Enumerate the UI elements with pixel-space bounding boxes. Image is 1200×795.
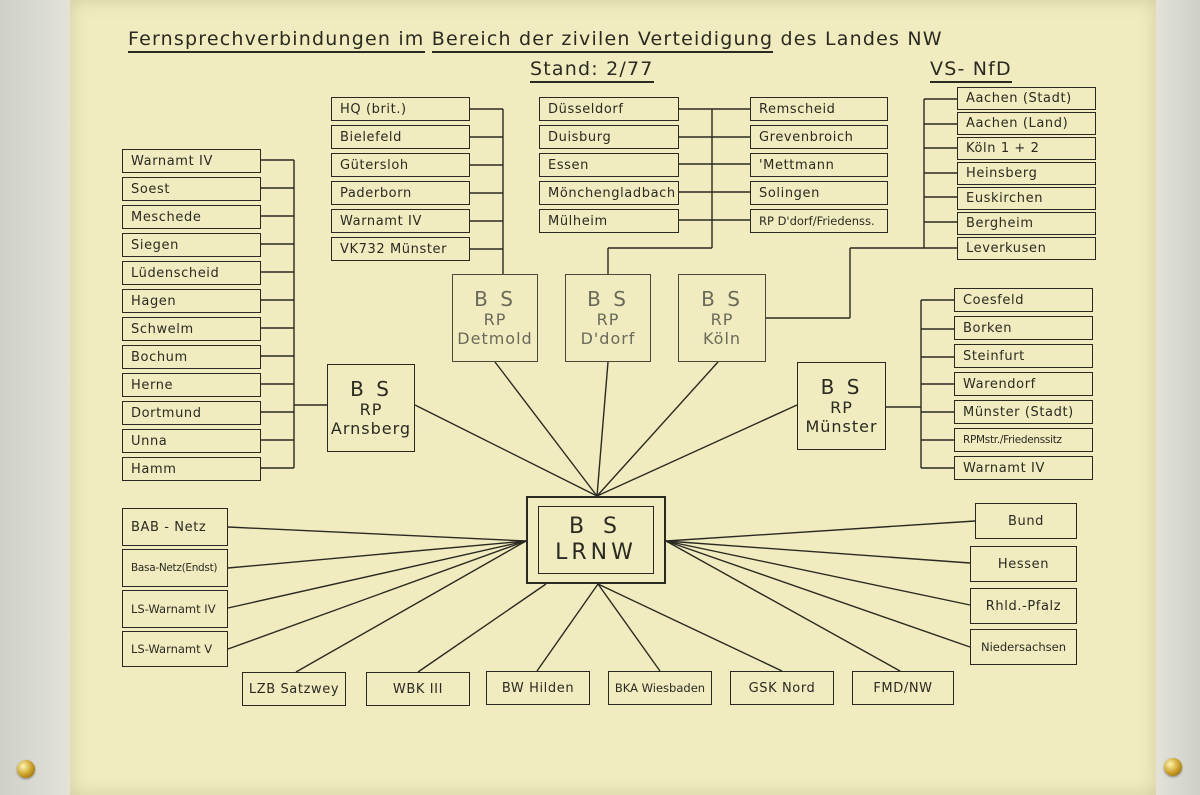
hub-muenster-line3: Münster bbox=[805, 416, 878, 436]
hub-muenster-line1: B S bbox=[820, 375, 863, 400]
lrnw-right-node-3: Niedersachsen bbox=[970, 629, 1077, 665]
hub-koeln: B S RP Köln bbox=[678, 274, 766, 362]
hub-detmold: B S RP Detmold bbox=[452, 274, 538, 362]
hub-detmold-line3: Detmold bbox=[457, 328, 533, 348]
muenster-station-6: Warnamt IV bbox=[954, 456, 1093, 480]
hub-ddorf-line3: D'dorf bbox=[580, 328, 636, 348]
hub-ddorf-line1: B S bbox=[587, 287, 629, 312]
koeln-station-6: Leverkusen bbox=[957, 237, 1096, 260]
wall-left bbox=[0, 0, 70, 795]
ddorf-station-3: Mönchengladbach bbox=[539, 181, 679, 205]
lrnw-right-node-2: Rhld.-Pfalz bbox=[970, 588, 1077, 624]
muenster-station-2: Steinfurt bbox=[954, 344, 1093, 368]
lrnw-right-node-1: Hessen bbox=[970, 546, 1077, 582]
detmold-station-2: Gütersloh bbox=[331, 153, 470, 177]
muenster-station-5: RPMstr./Friedenssitz bbox=[954, 428, 1093, 452]
koeln-station-3: Heinsberg bbox=[957, 162, 1096, 185]
arnsberg-station-9: Dortmund bbox=[122, 401, 261, 425]
arnsberg-station-7: Bochum bbox=[122, 345, 261, 369]
muenster-station-1: Borken bbox=[954, 316, 1093, 340]
hub-lrnw-outer-frame bbox=[526, 496, 666, 584]
screw-left bbox=[17, 760, 35, 778]
arnsberg-station-11: Hamm bbox=[122, 457, 261, 481]
detmold-station-0: HQ (brit.) bbox=[331, 97, 470, 121]
lrnw-bottom-node-4: GSK Nord bbox=[730, 671, 834, 705]
hub-detmold-line2: RP bbox=[483, 310, 507, 330]
koeln-station-4: Euskirchen bbox=[957, 187, 1096, 210]
detmold-station-4: Warnamt IV bbox=[331, 209, 470, 233]
ddorf-station-right-2: 'Mettmann bbox=[750, 153, 888, 177]
title-part-1: Fernsprechverbindungen im bbox=[128, 28, 425, 53]
detmold-station-5: VK732 Münster bbox=[331, 237, 470, 261]
koeln-station-5: Bergheim bbox=[957, 212, 1096, 235]
arnsberg-station-2: Meschede bbox=[122, 205, 261, 229]
detmold-station-3: Paderborn bbox=[331, 181, 470, 205]
muenster-station-3: Warendorf bbox=[954, 372, 1093, 396]
lrnw-left-node-0: BAB - Netz bbox=[122, 508, 228, 546]
hub-koeln-line1: B S bbox=[701, 287, 743, 312]
hub-arnsberg-line2: RP bbox=[359, 400, 383, 420]
hub-muenster-line2: RP bbox=[830, 398, 853, 418]
lrnw-left-node-3: LS-Warnamt V bbox=[122, 631, 228, 667]
diagram-board bbox=[70, 0, 1156, 795]
ddorf-station-right-3: Solingen bbox=[750, 181, 888, 205]
ddorf-station-4: Mülheim bbox=[539, 209, 679, 233]
arnsberg-station-5: Hagen bbox=[122, 289, 261, 313]
hub-arnsberg-line3: Arnsberg bbox=[330, 418, 412, 438]
title-stand: Stand: 2/77 bbox=[530, 58, 654, 83]
koeln-station-1: Aachen (Land) bbox=[957, 112, 1096, 135]
lrnw-left-node-2: LS-Warnamt IV bbox=[122, 590, 228, 628]
hub-lrnw-line1: B S bbox=[568, 513, 624, 539]
hub-detmold-line1: B S bbox=[474, 287, 516, 312]
muenster-station-0: Coesfeld bbox=[954, 288, 1093, 312]
hub-ddorf: B S RP D'dorf bbox=[565, 274, 651, 362]
ddorf-station-right-0: Remscheid bbox=[750, 97, 888, 121]
title-classification: VS- NfD bbox=[930, 58, 1012, 83]
title-part-3: des Landes NW bbox=[780, 28, 943, 50]
arnsberg-station-10: Unna bbox=[122, 429, 261, 453]
title-part-2: Bereich der zivilen Verteidigung bbox=[431, 28, 774, 53]
arnsberg-station-6: Schwelm bbox=[122, 317, 261, 341]
arnsberg-station-1: Soest bbox=[122, 177, 261, 201]
detmold-station-1: Bielefeld bbox=[331, 125, 470, 149]
hub-koeln-line3: Köln bbox=[702, 328, 742, 348]
ddorf-station-0: Düsseldorf bbox=[539, 97, 679, 121]
hub-koeln-line2: RP bbox=[710, 310, 734, 330]
lrnw-bottom-node-2: BW Hilden bbox=[486, 671, 590, 705]
title-line-1: Fernsprechverbindungen im Bereich der zi… bbox=[128, 28, 943, 53]
arnsberg-station-4: Lüdenscheid bbox=[122, 261, 261, 285]
hub-ddorf-line2: RP bbox=[596, 310, 620, 330]
lrnw-left-node-1: Basa-Netz(Endst) bbox=[122, 549, 228, 587]
ddorf-station-right-1: Grevenbroich bbox=[750, 125, 888, 149]
hub-arnsberg: B S RP Arnsberg bbox=[327, 364, 415, 452]
ddorf-station-right-4: RP D'dorf/Friedenss. bbox=[750, 209, 888, 233]
hub-muenster: B S RP Münster bbox=[797, 362, 886, 450]
lrnw-right-node-0: Bund bbox=[975, 503, 1077, 539]
wall-right bbox=[1156, 0, 1200, 795]
classification-label: VS- NfD bbox=[930, 58, 1012, 83]
lrnw-bottom-node-0: LZB Satzwey bbox=[242, 672, 346, 706]
hub-arnsberg-line1: B S bbox=[350, 377, 392, 402]
arnsberg-station-3: Siegen bbox=[122, 233, 261, 257]
koeln-station-2: Köln 1 + 2 bbox=[957, 137, 1096, 160]
arnsberg-station-8: Herne bbox=[122, 373, 261, 397]
arnsberg-station-0: Warnamt IV bbox=[122, 149, 261, 173]
muenster-station-4: Münster (Stadt) bbox=[954, 400, 1093, 424]
koeln-station-0: Aachen (Stadt) bbox=[957, 87, 1096, 110]
ddorf-station-2: Essen bbox=[539, 153, 679, 177]
ddorf-station-1: Duisburg bbox=[539, 125, 679, 149]
screw-right bbox=[1164, 758, 1182, 776]
lrnw-bottom-node-1: WBK III bbox=[366, 672, 470, 706]
stand-label: Stand: 2/77 bbox=[530, 58, 654, 83]
lrnw-bottom-node-5: FMD/NW bbox=[852, 671, 954, 705]
hub-lrnw-line2: LRNW bbox=[555, 540, 637, 565]
hub-lrnw: B S LRNW bbox=[538, 506, 654, 574]
lrnw-bottom-node-3: BKA Wiesbaden bbox=[608, 671, 712, 705]
